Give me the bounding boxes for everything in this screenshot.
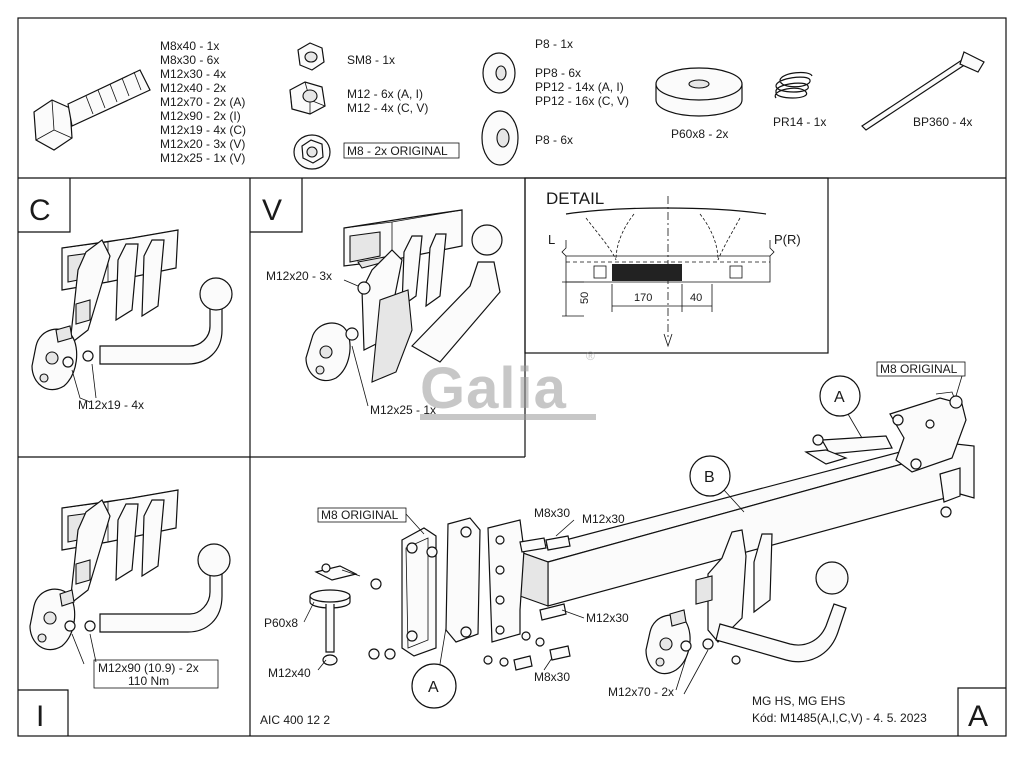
variant-i-towbar (29, 489, 231, 651)
variant-v-callout-bottom: M12x25 - 1x (370, 403, 436, 417)
label-b: B (704, 469, 715, 486)
nut-m12-label: M12 - 6x (A, I) (347, 87, 423, 101)
detail-frame (524, 177, 829, 354)
bolt-line: M8x40 - 1x (160, 39, 219, 53)
variant-i-callout-line2: 110 Nm (128, 674, 169, 688)
nut-sm8-label: SM8 - 1x (347, 53, 395, 67)
bolt-line: M8x30 - 6x (160, 53, 219, 67)
washer-p8-label: P8 - 1x (535, 37, 573, 51)
label-a-circle-top (819, 375, 861, 417)
vehicle-models: MG HS, MG EHS (752, 694, 845, 708)
washer-pp-label: PP8 - 6x (535, 66, 581, 80)
m8-original-box-right (876, 361, 966, 377)
detail-dim-40: 40 (690, 292, 702, 304)
m12x40-leader (317, 659, 327, 671)
m12x30-label-bottom: M12x30 (586, 611, 629, 625)
washer-pp-label: PP12 - 16x (C, V) (535, 94, 629, 108)
detail-left-label: L (548, 232, 555, 247)
m8x30-bottom-leader (543, 657, 553, 671)
washer-p8-large-icon (481, 110, 519, 166)
m12x70-leader (675, 649, 709, 695)
variant-v-callout-top: M12x20 - 3x (266, 269, 332, 283)
spring-label: PR14 - 1x (773, 115, 826, 129)
m8-original-right-leader (955, 375, 963, 397)
bolt-line: M12x30 - 4x (160, 67, 226, 81)
nut-m12-label: M12 - 4x (C, V) (347, 101, 428, 115)
detail-right-label: P(R) (774, 232, 801, 247)
bolt-line: M12x19 - 4x (C) (160, 123, 246, 137)
bolt-line: M12x20 - 3x (V) (160, 137, 245, 151)
i-callout-box (93, 659, 219, 689)
bolt-list: M8x40 - 1x M8x30 - 6x M12x30 - 4x M12x40… (160, 39, 246, 165)
label-a-bottom-leader (439, 627, 447, 665)
c-callout-leader (71, 363, 97, 403)
m8-original-box-left (317, 507, 407, 523)
p60x8-leader (303, 601, 315, 623)
label-a-top-leader (847, 413, 863, 439)
bolt-line: M12x40 - 2x (160, 81, 226, 95)
variant-i-letter: I (36, 700, 44, 733)
p60x8-label: P60x8 (264, 616, 298, 630)
m8-original-label-right: M8 ORIGINAL (880, 362, 958, 376)
nut-m12-icon (289, 81, 326, 115)
m8x30-label-bottom: M8x30 (534, 670, 570, 684)
variant-v-towbar (305, 209, 503, 383)
kod-line: Kód: M1485(A,I,C,V) - 4. 5. 2023 (752, 711, 927, 725)
label-a-top: A (834, 389, 845, 406)
nut-sm8-icon (297, 42, 325, 71)
label-b-circle (689, 455, 731, 497)
detail-hatch (612, 264, 682, 281)
m8x30-label-top: M8x30 (534, 506, 570, 520)
m12x30-bottom-leader (561, 609, 585, 619)
v-callout-leader-top (343, 279, 359, 287)
variant-v-box (250, 178, 303, 233)
washer-p8-icon (482, 52, 516, 94)
variant-v-letter: V (262, 194, 282, 227)
m8-original-box (343, 142, 460, 159)
m8-original-label-left: M8 ORIGINAL (321, 508, 399, 522)
variant-a-letter: A (968, 700, 988, 733)
detail-dim-50: 50 (579, 292, 591, 304)
label-a-bottom: A (428, 679, 439, 696)
i-callout-leader (71, 633, 97, 665)
m12x40-label: M12x40 (268, 666, 311, 680)
galia-logo-mark: ® (586, 349, 595, 363)
washer-p8-6x-label: P8 - 6x (535, 133, 573, 147)
galia-logo-text: Galia (420, 356, 567, 421)
galia-logo: Galia ® (420, 349, 596, 421)
bolt-line: M12x70 - 2x (A) (160, 95, 245, 109)
cable-tie-icon (861, 51, 985, 131)
variant-i-box (18, 689, 69, 736)
bolt-line: M12x25 - 1x (V) (160, 151, 245, 165)
variant-a-box (957, 687, 1006, 736)
detail-panel: DETAIL L P(R) 50 170 40 (546, 189, 801, 348)
variant-c-callout: M12x19 - 4x (78, 398, 144, 412)
spacer-p60x8-icon (655, 67, 743, 117)
detail-title: DETAIL (546, 189, 604, 208)
variant-c-letter: C (29, 194, 51, 227)
drawing-code: AIC 400 12 2 (260, 713, 330, 727)
m12x30-top-leader (555, 519, 575, 537)
bolt-line: M12x90 - 2x (I) (160, 109, 241, 123)
spring-icon (774, 71, 813, 99)
washer-pp-label: PP12 - 14x (A, I) (535, 80, 624, 94)
main-assembly (309, 391, 975, 675)
m8-original-left-leader (405, 513, 425, 535)
label-b-leader (723, 489, 745, 513)
nut-m8-original-icon (293, 134, 331, 170)
detail-dim-170: 170 (634, 292, 652, 304)
m12x70-label: M12x70 - 2x (608, 685, 674, 699)
variant-c-box (18, 178, 71, 233)
outer-frame (17, 17, 1007, 737)
spacer-label: P60x8 - 2x (671, 127, 728, 141)
variant-c-towbar (31, 229, 233, 391)
m12x30-label-top: M12x30 (582, 512, 625, 526)
label-a-circle-bottom (411, 663, 457, 709)
cable-tie-label: BP360 - 4x (913, 115, 972, 129)
variant-i-callout-line1: M12x90 (10.9) - 2x (98, 661, 199, 675)
v-callout-leader-bottom (351, 345, 369, 407)
bolt-icon (33, 69, 151, 151)
nut-m8-original-label: M8 - 2x ORIGINAL (347, 144, 448, 158)
